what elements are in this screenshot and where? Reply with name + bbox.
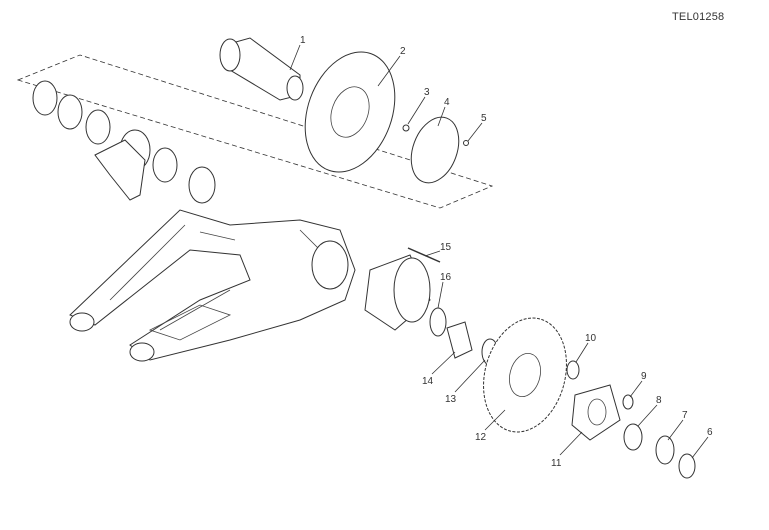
brake-disc	[304, 51, 396, 173]
washer	[623, 423, 643, 451]
callout-3: 3	[424, 87, 430, 98]
pin	[407, 247, 441, 263]
callout-13: 13	[445, 394, 457, 405]
spacer	[446, 321, 473, 359]
wheel-axle-hub	[219, 37, 304, 101]
seal-rings	[32, 80, 216, 204]
callout-7: 7	[682, 410, 688, 421]
seal	[429, 307, 447, 337]
screw	[463, 140, 469, 146]
callout-10: 10	[585, 333, 597, 344]
callout-15: 15	[440, 242, 452, 253]
callout-2: 2	[400, 46, 406, 57]
callout-9: 9	[641, 371, 647, 382]
callout-14: 14	[422, 376, 434, 387]
callout-8: 8	[656, 395, 662, 406]
eccentric-hub	[364, 254, 431, 331]
callout-16: 16	[440, 272, 452, 283]
callout-6: 6	[707, 427, 713, 438]
sprocket-flange	[571, 384, 621, 441]
assembly-boundary	[16, 54, 494, 209]
callout-12: 12	[475, 432, 487, 443]
sprocket	[483, 317, 567, 433]
leader-lines	[289, 44, 709, 459]
drawing-code: TEL01258	[672, 11, 725, 23]
nut	[622, 394, 634, 410]
tone-wheel	[410, 116, 460, 184]
callout-11: 11	[551, 458, 562, 469]
screw	[402, 124, 410, 132]
nut	[566, 360, 580, 380]
callout-1: 1	[300, 35, 306, 46]
callout-5: 5	[481, 113, 487, 124]
axle-nut	[655, 435, 675, 465]
circlip	[678, 453, 696, 479]
swingarm	[69, 209, 356, 362]
callout-4: 4	[444, 97, 450, 108]
